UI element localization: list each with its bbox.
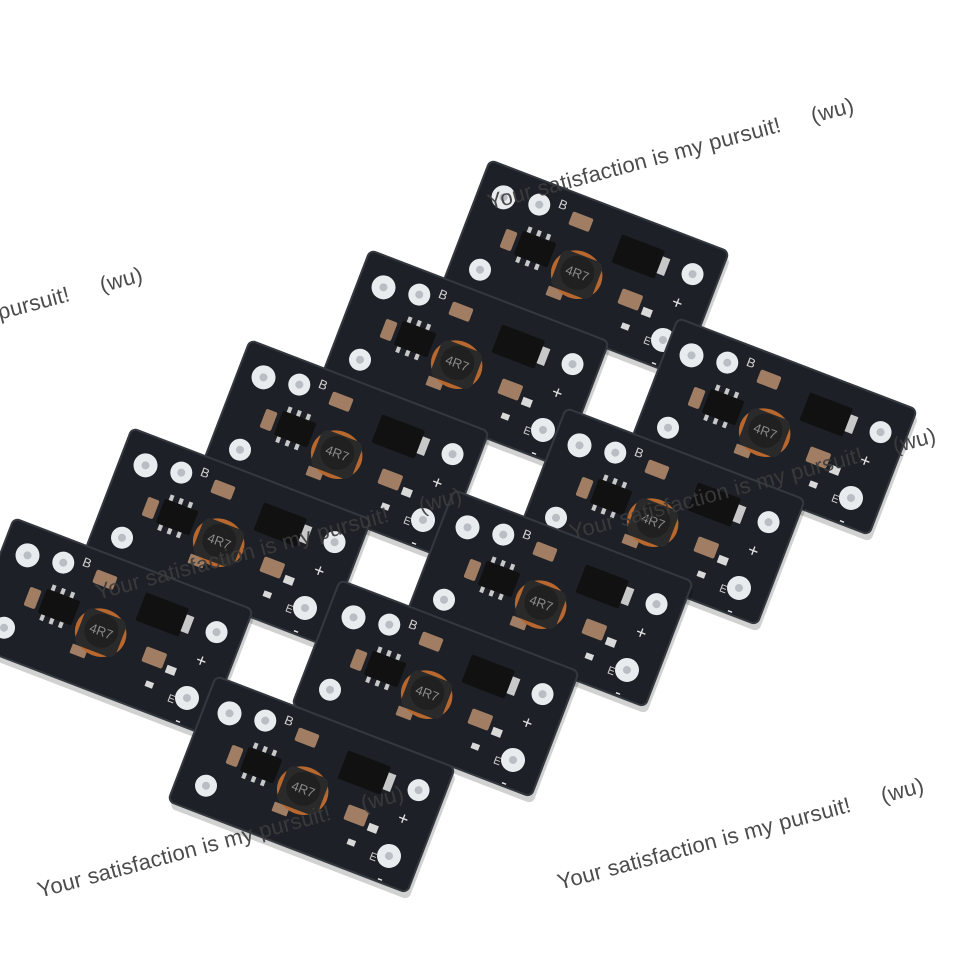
inductor-marking: 4R7 [205,530,233,553]
board-graphic: 4R7 + - B E [84,428,371,651]
boost-converter-board-8: 4R7 + - B E [0,518,259,744]
board-graphic: 4R7 + - B E [0,518,253,741]
e-label: E [492,754,503,768]
e-label: E [166,692,177,706]
boost-converter-board-4: 4R7 + - B E [199,340,494,566]
inductor-marking: 4R7 [413,682,441,705]
board-graphic: 4R7 + - B E [202,340,489,563]
inductor-marking: 4R7 [323,442,351,465]
e-label: E [402,514,413,528]
boost-converter-board-3: 4R7 + - B E [627,318,922,544]
boost-converter-board-10: 4R7 + - B E [165,676,460,902]
board-graphic: 4R7 + - B E [442,160,729,383]
boost-converter-board-7: 4R7 + - B E [403,490,698,716]
watermark-bottom-right: Your satisfaction is my pursuit!(wu) [554,772,927,895]
e-label: E [830,492,841,506]
inductor-marking: 4R7 [87,620,115,643]
e-label: E [606,664,617,678]
e-label: E [718,582,729,596]
boost-converter-board-6: 4R7 + - B E [81,428,376,654]
boost-converter-board-9: 4R7 + - B E [289,580,584,806]
boost-converter-board-2: 4R7 + - B E [319,250,614,476]
inductor-marking: 4R7 [289,778,317,801]
inductor-marking: 4R7 [563,262,591,285]
e-label: E [368,850,379,864]
board-graphic: 4R7 + - B E [630,318,917,541]
e-label: E [642,334,653,348]
boost-converter-board-1: 4R7 + - B E [439,160,734,386]
e-label: E [284,602,295,616]
board-graphic: 4R7 + - B E [406,490,693,713]
watermark-fragment: pursuit!(wu) [0,261,146,325]
board-graphic: 4R7 + - B E [168,676,455,899]
board-graphic: 4R7 + - B E [322,250,609,473]
inductor-marking: 4R7 [751,420,779,443]
boost-converter-board-5: 4R7 + - B E [515,408,810,634]
inductor-marking: 4R7 [527,592,555,615]
board-graphic: 4R7 + - B E [518,408,805,631]
inductor-marking: 4R7 [639,510,667,533]
board-graphic: 4R7 + - B E [292,580,579,803]
e-label: E [522,424,533,438]
inductor-marking: 4R7 [443,352,471,375]
